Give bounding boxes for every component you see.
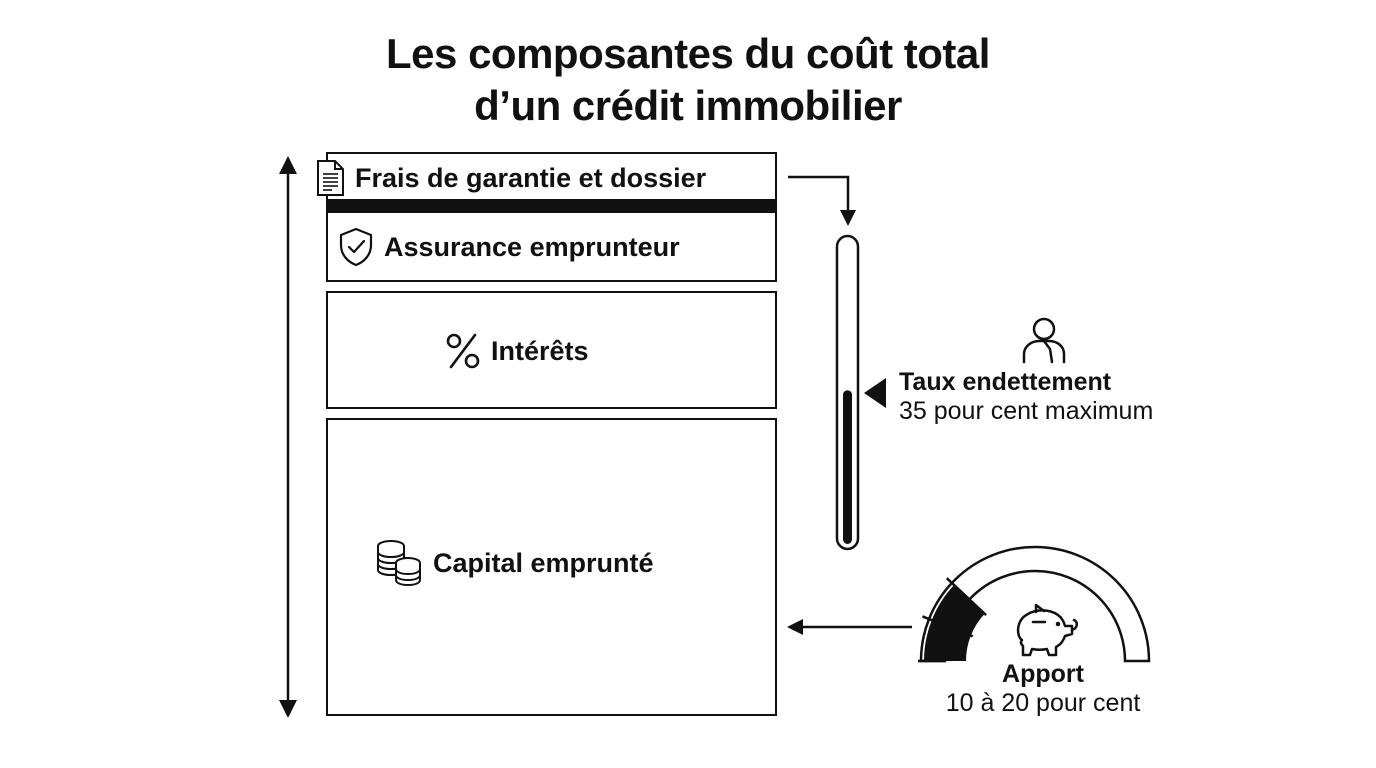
endettement-label: Taux endettement	[899, 368, 1112, 396]
assurance-label-group: Assurance emprunteur	[338, 226, 680, 268]
interets-label: Intérêts	[491, 335, 589, 366]
apport-gauge-tick-min	[922, 615, 974, 638]
assurance-label: Assurance emprunteur	[384, 231, 680, 262]
apport-label: Apport	[1002, 660, 1084, 688]
frais-to-gauge-arrow	[788, 175, 856, 226]
apport-gauge-tick-max	[945, 577, 988, 617]
person-icon	[1022, 317, 1066, 364]
endettement-gauge-fill	[843, 390, 852, 544]
frais-assurance-box	[326, 152, 777, 282]
page-title: Les composantes du coût total d’un crédi…	[0, 28, 1376, 132]
title-line-2: d’un crédit immobilier	[474, 82, 902, 129]
endettement-text: Taux endettement 35 pour cent maximum	[899, 368, 1153, 426]
percent-icon	[446, 333, 480, 369]
endettement-gauge	[835, 234, 860, 551]
piggy-bank-icon	[1016, 603, 1078, 657]
frais-label-group: Frais de garantie et dossier	[315, 158, 706, 198]
frais-assurance-divider	[326, 199, 777, 213]
apport-gauge-fill	[924, 585, 985, 661]
endettement-value: 35 pour cent maximum	[899, 397, 1154, 425]
document-icon	[317, 160, 344, 196]
frais-label: Frais de garantie et dossier	[355, 162, 707, 193]
capital-label: Capital emprunté	[433, 547, 654, 578]
apport-gauge	[918, 545, 1151, 663]
title-line-1: Les composantes du coût total	[386, 30, 990, 77]
coins-stack-icon	[377, 540, 421, 587]
total-cost-double-arrow	[279, 156, 297, 718]
interets-box	[326, 291, 777, 409]
interets-label-group: Intérêts	[445, 330, 589, 372]
apport-value: 10 à 20 pour cent	[945, 689, 1141, 717]
capital-label-group: Capital emprunté	[375, 538, 654, 588]
apport-to-capital-arrow	[787, 619, 912, 635]
apport-text: Apport 10 à 20 pour cent	[900, 660, 1186, 718]
shield-check-icon	[339, 227, 373, 267]
endettement-pointer	[864, 378, 886, 408]
